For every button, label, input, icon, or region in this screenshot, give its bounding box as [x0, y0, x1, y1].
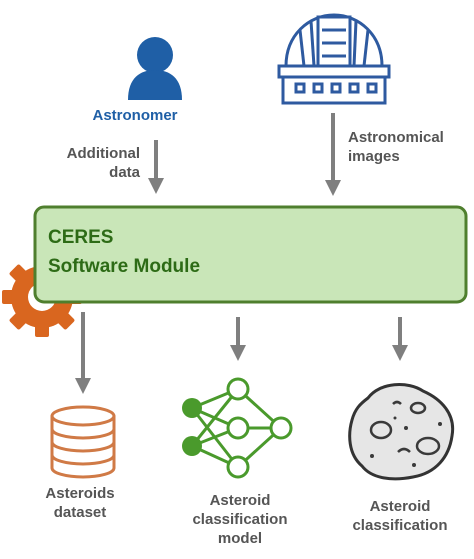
asteroid-icon: [348, 383, 455, 481]
additional-data-label: Additional data: [66, 145, 140, 181]
database-icon: [50, 405, 116, 479]
person-icon: [128, 37, 182, 100]
astronomer-label: Astronomer: [92, 107, 178, 124]
observatory-icon: [277, 13, 391, 105]
astronomical-images-label: Astronomical images: [348, 129, 444, 165]
ceres-module-box: [33, 205, 468, 304]
module-title: CERES Software Module: [48, 227, 201, 277]
dataset-label: Asteroids dataset: [45, 485, 115, 521]
classification-label: Asteroid classification: [352, 498, 448, 534]
neural-network-icon: [182, 377, 293, 479]
model-label: Asteroid classification model: [192, 492, 288, 547]
